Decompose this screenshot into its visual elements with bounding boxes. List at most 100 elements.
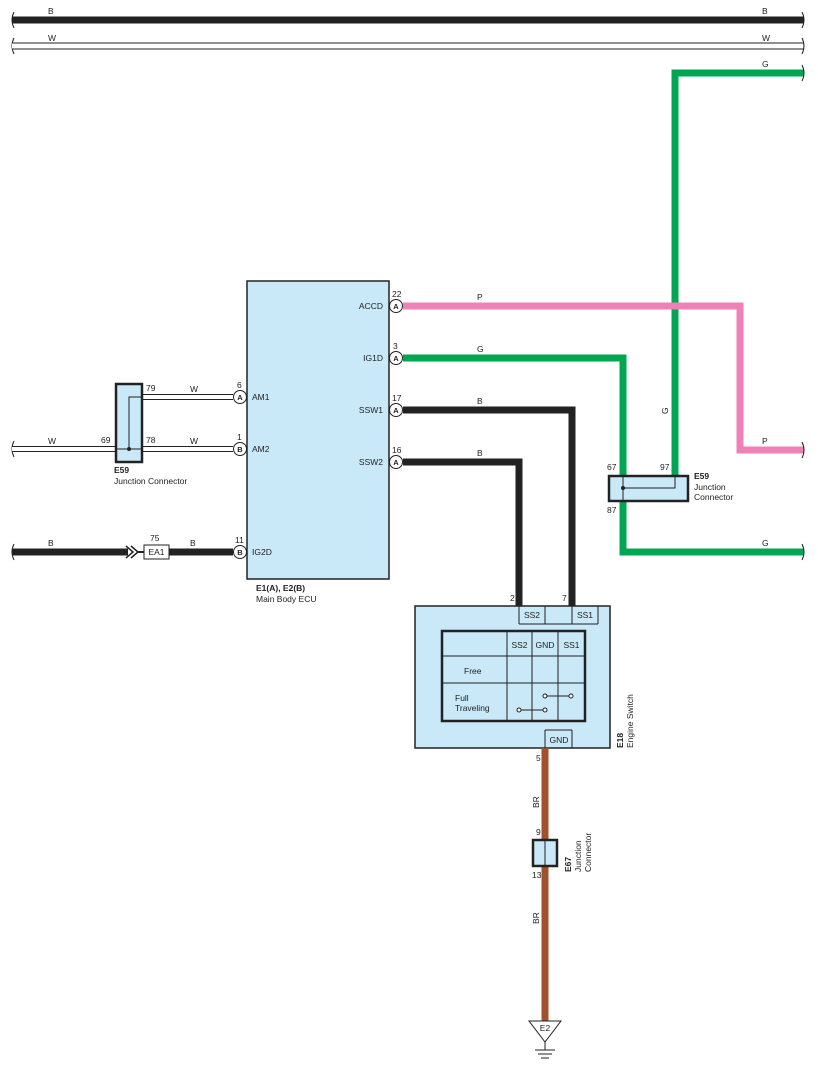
e59-left-junction-connector [114, 382, 144, 464]
table-row-full-1: Full [455, 693, 469, 703]
ground-symbol [527, 1020, 563, 1059]
ig1d-wire-label: G [477, 344, 484, 354]
black-wire-ig2d [11, 543, 233, 561]
e59-left-pin-left: 69 [101, 435, 111, 445]
green-vertical-label: G [660, 407, 670, 414]
ecu-pin-am2: B 1 AM2 [233, 432, 270, 456]
green-top-label: G [762, 59, 769, 69]
e67-pin-top: 9 [536, 827, 541, 837]
ecu-pin-ssw1-name: SSW1 [359, 405, 383, 415]
ecu-pin-ig1d-num: 3 [393, 341, 398, 351]
top-white-bus-wire [11, 37, 805, 55]
table-header-ss2: SS2 [511, 640, 527, 650]
top-black-bus-wire [11, 11, 805, 29]
ecu-pin-ig2d: B 11 IG2D [233, 535, 272, 559]
table-header-ss1: SS1 [563, 640, 579, 650]
main-body-ecu-box [246, 280, 390, 580]
ecu-pin-ig1d-name: IG1D [363, 353, 383, 363]
e67-junction-connector [531, 838, 559, 868]
top-white-left-label: W [48, 33, 56, 43]
table-row-full-2: Traveling [455, 703, 490, 713]
e67-desc-2: Connector [583, 833, 593, 872]
ecu-pin-ssw2-name: SSW2 [359, 457, 383, 467]
pink-wire-accd [403, 302, 805, 459]
ecu-pin-am2-name: AM2 [252, 444, 270, 454]
ecu-pin-am1: A 6 AM1 [233, 380, 270, 404]
ecu-pin-ssw2-conn: A [393, 458, 399, 467]
e67-desc-1: Junction [573, 840, 583, 872]
e59-left-desc: Junction Connector [114, 476, 187, 486]
ecu-pin-ig1d-conn: A [393, 354, 399, 363]
engine-switch-gnd-label: GND [550, 735, 569, 745]
ig2d-in-wire-label: B [48, 538, 54, 548]
main-ecu-desc: Main Body ECU [256, 594, 316, 604]
engine-switch-code: E18 [615, 733, 625, 748]
ecu-pin-ssw1: A 17 SSW1 [359, 393, 403, 417]
ssw2-wire-label: B [477, 448, 483, 458]
e59-right-junction-connector [607, 474, 690, 503]
ecu-pin-ig2d-conn: B [237, 548, 243, 557]
e59-right-pin-out: 87 [607, 505, 617, 515]
ecu-pin-am2-conn: B [237, 445, 243, 454]
e59-right-code: E59 [694, 471, 709, 481]
e59-right-pin-in-right: 97 [660, 462, 670, 472]
engine-switch-ss1-label: SS1 [577, 610, 593, 620]
green-wire-e59-out [619, 500, 805, 561]
ecu-pin-accd-num: 22 [392, 289, 402, 299]
ecu-pin-accd-conn: A [393, 302, 399, 311]
ecu-pin-am1-conn: A [237, 393, 243, 402]
black-wire-ssw2 [403, 458, 523, 606]
ecu-pin-ig1d: A 3 IG1D [363, 341, 403, 365]
e59-left-in-wire-label: W [48, 436, 56, 446]
engine-switch-ss2-label: SS2 [524, 610, 540, 620]
ecu-pin-ssw1-num: 17 [392, 393, 402, 403]
e59-left-pin-mid: 78 [146, 435, 156, 445]
black-wire-ssw1 [403, 406, 576, 606]
brown-wire-top-label: BR [531, 796, 541, 808]
white-wire-e59-in [11, 440, 116, 458]
pink-out-label: P [762, 436, 768, 446]
engine-switch-ss2-pin: 2 [510, 593, 515, 603]
am2-wire-label: W [190, 436, 198, 446]
top-black-left-label: B [48, 6, 54, 16]
table-row-free: Free [464, 666, 482, 676]
ecu-pin-accd: A 22 ACCD [359, 289, 403, 313]
ecu-pin-accd-name: ACCD [359, 301, 383, 311]
e59-right-pin-in-left: 67 [607, 462, 617, 472]
ecu-pin-am1-name: AM1 [252, 392, 270, 402]
ecu-pin-ssw1-conn: A [393, 406, 399, 415]
ig2d-wire-label: B [190, 538, 196, 548]
engine-switch-ss1-pin: 7 [562, 593, 567, 603]
green-out-label: G [762, 538, 769, 548]
top-black-right-label: B [762, 6, 768, 16]
fuse-name: EA1 [148, 547, 164, 557]
ecu-pin-ssw2: A 16 SSW2 [359, 445, 403, 469]
table-switch-ss2-gnd [516, 707, 548, 713]
green-wire-ig1d [403, 354, 627, 476]
e59-right-desc-1: Junction [694, 482, 726, 492]
table-switch-gnd-ss1 [542, 693, 574, 699]
engine-switch-gnd-pin: 5 [536, 753, 541, 763]
e67-code: E67 [563, 857, 573, 872]
ecu-pin-am1-num: 6 [237, 380, 242, 390]
brown-wire-bottom-label: BR [531, 912, 541, 924]
fuse-ea1: EA1 [143, 544, 170, 560]
green-wire-top [671, 64, 805, 476]
top-white-right-label: W [762, 33, 770, 43]
engine-switch-desc: Engine Switch [625, 694, 635, 748]
ground-label: E2 [540, 1023, 551, 1033]
am1-wire-label: W [190, 384, 198, 394]
ecu-pin-ig2d-num: 11 [235, 535, 244, 545]
ssw1-wire-label: B [477, 396, 483, 406]
engine-switch-table [440, 629, 587, 723]
accd-wire-label: P [477, 292, 483, 302]
e59-right-desc-2: Connector [694, 492, 733, 502]
e67-pin-bottom: 13 [532, 870, 542, 880]
ecu-pin-ig2d-name: IG2D [252, 547, 272, 557]
e59-left-pin-top: 79 [146, 383, 156, 393]
fuse-num: 75 [150, 533, 160, 543]
ecu-pin-am2-num: 1 [237, 432, 242, 442]
e59-left-code: E59 [114, 465, 129, 475]
ecu-pin-ssw2-num: 16 [392, 445, 402, 455]
